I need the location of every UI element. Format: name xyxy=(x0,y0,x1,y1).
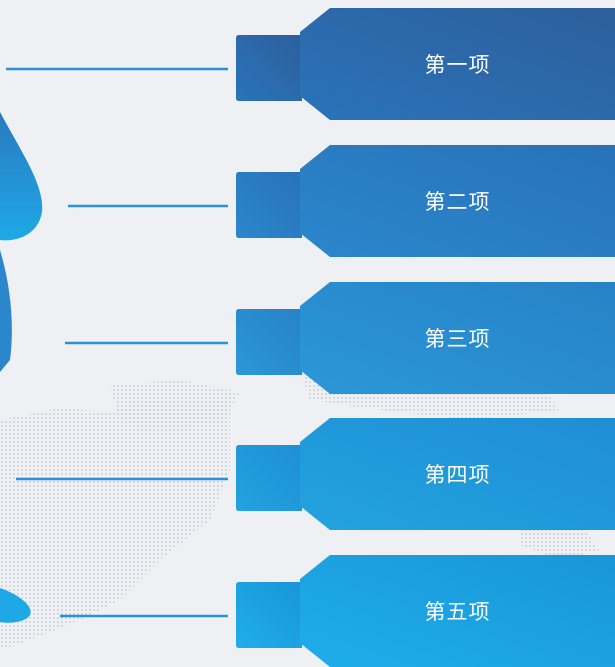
list-item: 第四项 xyxy=(0,418,615,530)
list-item: 第五项 xyxy=(0,555,615,667)
item-banner xyxy=(300,8,615,120)
item-label: 第五项 xyxy=(424,600,491,624)
item-banner xyxy=(300,282,615,394)
connector-tab xyxy=(236,172,302,238)
list-item: 第一项 xyxy=(0,8,615,120)
item-banner xyxy=(300,145,615,257)
connector-tab xyxy=(236,35,302,101)
list-item: 第二项 xyxy=(0,145,615,257)
left-figure-shape xyxy=(0,112,43,623)
item-label: 第四项 xyxy=(424,463,491,487)
item-banner xyxy=(300,418,615,530)
connector-tab xyxy=(236,309,302,375)
list-item: 第三项 xyxy=(0,282,615,394)
item-label: 第一项 xyxy=(424,53,491,77)
connector-tab xyxy=(236,445,302,511)
item-banner xyxy=(300,555,615,667)
item-label: 第二项 xyxy=(424,190,491,214)
item-label: 第三项 xyxy=(424,327,491,351)
connector-tab xyxy=(236,582,302,648)
world-map-dots xyxy=(0,370,600,650)
